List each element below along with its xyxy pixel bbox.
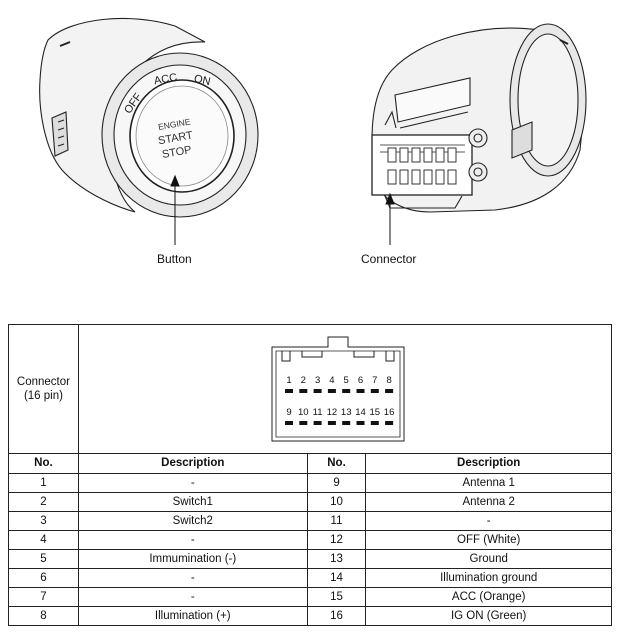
pin-description-right: Ground — [365, 549, 612, 569]
button-leader-line — [170, 174, 180, 245]
connector-pin-count: (16 pin) — [23, 390, 63, 402]
pin-description-left: Illumination (+) — [77, 606, 308, 626]
pin-number-left: 1 — [8, 473, 79, 493]
pin-label: 16 — [384, 407, 395, 418]
pin-description-right: Antenna 2 — [365, 492, 612, 512]
pin-number-right: 14 — [306, 568, 367, 588]
pin-label: 7 — [372, 375, 377, 386]
pin-description-left: - — [77, 530, 308, 550]
pin-terminal — [342, 421, 351, 425]
pin-number-left: 6 — [8, 568, 79, 588]
pin-number-left: 7 — [8, 587, 79, 607]
pin-number-right: 10 — [306, 492, 367, 512]
pin-description-left: Switch2 — [77, 511, 308, 531]
pin-label: 3 — [315, 375, 320, 386]
pin-label: 12 — [326, 407, 337, 418]
button-caption: Button — [157, 252, 192, 266]
connector-leader-line — [385, 192, 395, 245]
pin-description-right: IG ON (Green) — [365, 606, 612, 626]
pin-label: 15 — [369, 407, 380, 418]
pin-description-right: OFF (White) — [365, 530, 612, 550]
pin-number-right: 12 — [306, 530, 367, 550]
connector-caption: Connector — [361, 252, 417, 266]
connector-label: Connector — [16, 376, 70, 388]
pin-label: 5 — [343, 375, 348, 386]
pin-description-left: - — [77, 568, 308, 588]
connector-label-cell: Connector (16 pin) — [8, 324, 79, 454]
switch-illustrations: OFF ACC ON ENGINE START STOP — [39, 17, 587, 245]
table-header-row: No. Description No. Description — [8, 453, 612, 474]
pin-terminal — [313, 421, 322, 425]
pin-label: 6 — [358, 375, 363, 386]
pin-label: 8 — [386, 375, 391, 386]
pin-number-right: 13 — [306, 549, 367, 569]
pin-terminal — [370, 421, 379, 425]
pin-label: 14 — [355, 407, 366, 418]
header-description-right: Description — [365, 453, 612, 474]
pin-terminal — [327, 421, 336, 425]
pin-terminal — [356, 389, 365, 393]
pin-label: 10 — [298, 407, 309, 418]
pin-label: 11 — [313, 407, 323, 418]
button-label-stop: STOP — [161, 144, 192, 161]
pin-terminal — [299, 421, 308, 425]
pin-label: 2 — [301, 375, 306, 386]
pin-description-right: Illumination ground — [365, 568, 612, 588]
pin-description-left: - — [77, 587, 308, 607]
pin-number-right: 9 — [306, 473, 367, 493]
pin-description-left: Immumination (-) — [77, 549, 308, 569]
pin-terminal — [384, 421, 393, 425]
pin-terminal — [313, 389, 322, 393]
illustration-area: OFF ACC ON ENGINE START STOP — [0, 0, 623, 300]
pin-number-right: 15 — [306, 587, 367, 607]
pin-description-left: - — [77, 473, 308, 493]
pin-number-right: 11 — [306, 511, 367, 531]
pin-terminal — [356, 421, 365, 425]
pin-description-right: ACC (Orange) — [365, 587, 612, 607]
ring-label-acc: ACC — [153, 71, 178, 87]
pin-number-left: 3 — [8, 511, 79, 531]
pin-description-right: Antenna 1 — [365, 473, 612, 493]
header-no-right: No. — [306, 453, 367, 474]
header-description-left: Description — [77, 453, 308, 474]
switch-front-view — [39, 17, 259, 218]
ring-label-on: ON — [193, 73, 212, 88]
pin-label: 9 — [286, 407, 291, 418]
pin-number-left: 8 — [8, 606, 79, 626]
pin-terminal — [327, 389, 336, 393]
pin-label: 1 — [286, 375, 291, 386]
pin-terminal — [342, 389, 351, 393]
pin-terminal — [284, 421, 293, 425]
pin-label: 4 — [329, 375, 334, 386]
pin-number-left: 4 — [8, 530, 79, 550]
pin-terminal — [370, 389, 379, 393]
pin-terminal — [299, 389, 308, 393]
switch-rear-view — [371, 23, 587, 213]
pin-description-left: Switch1 — [77, 492, 308, 512]
pin-number-left: 2 — [8, 492, 79, 512]
header-no-left: No. — [8, 453, 79, 474]
pin-number-left: 5 — [8, 549, 79, 569]
pin-label: 13 — [341, 407, 352, 418]
pin-terminal — [384, 389, 393, 393]
pin-number-right: 16 — [306, 606, 367, 626]
pin-terminal — [284, 389, 293, 393]
pin-description-right: - — [365, 511, 612, 531]
